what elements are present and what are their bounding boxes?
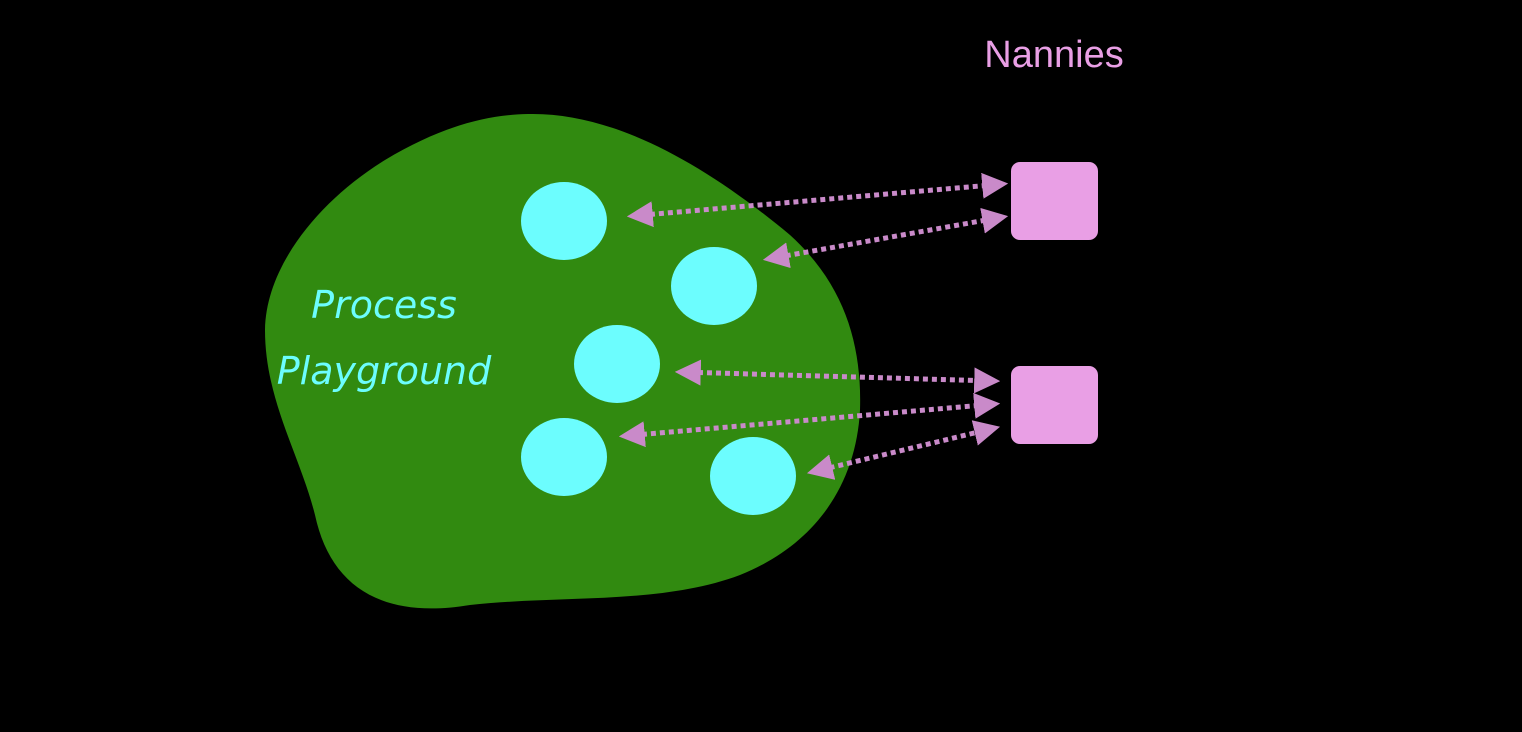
process-playground-label-line2: Playground — [277, 349, 492, 393]
process-playground-label-line1: Process — [311, 283, 457, 327]
link-nanny-1-process-2 — [762, 207, 1009, 269]
link-nanny-1-process-1 — [626, 172, 1009, 228]
process-1-circle — [521, 182, 607, 260]
link-nanny-2-process-4 — [618, 392, 1001, 448]
process-3-circle — [574, 325, 660, 403]
process-5-circle — [710, 437, 796, 515]
nanny-links — [618, 172, 1009, 480]
process-4-circle — [521, 418, 607, 496]
link-nanny-2-process-3 — [674, 359, 1001, 394]
process-2-circle — [671, 247, 757, 325]
nanny-2-square — [1011, 366, 1098, 444]
nanny-1-square — [1011, 162, 1098, 240]
nannies-title: Nannies — [984, 34, 1123, 76]
link-nanny-2-process-5 — [806, 420, 1001, 480]
